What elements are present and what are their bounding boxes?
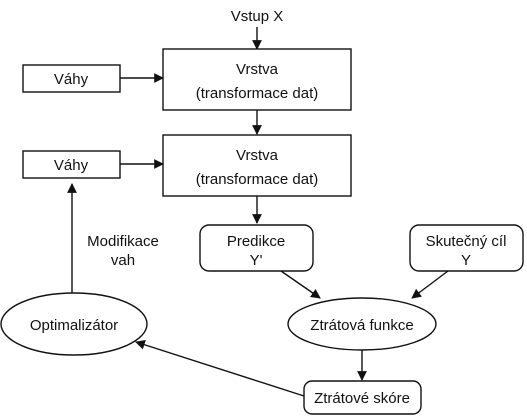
edge-target-to-loss-function bbox=[411, 270, 449, 299]
loss-score-box: Ztrátové skóre bbox=[303, 380, 422, 415]
edge-prediction-to-loss-function bbox=[280, 270, 321, 299]
layer2-title: Vrstva bbox=[236, 147, 279, 164]
weight-update-label-line2: vah bbox=[111, 252, 135, 269]
layer2-box: Vrstva (transformace dat) bbox=[162, 134, 352, 197]
weights2-label: Váhy bbox=[54, 157, 89, 174]
layer1-title: Vrstva bbox=[236, 61, 279, 78]
target-symbol: Y bbox=[461, 252, 471, 269]
weights1-box: Váhy bbox=[22, 64, 121, 93]
weights2-box: Váhy bbox=[22, 150, 121, 179]
weights1-label: Váhy bbox=[54, 71, 89, 88]
optimizer-ellipse: Optimalizátor bbox=[0, 292, 148, 356]
layer1-box: Vrstva (transformace dat) bbox=[162, 48, 352, 111]
weight-update-label: Modifikace bbox=[87, 233, 159, 250]
prediction-box: Predikce Y' bbox=[199, 224, 314, 272]
layer2-subtitle: (transformace dat) bbox=[196, 171, 319, 188]
input-label: Vstup X bbox=[231, 8, 284, 25]
target-box: Skutečný cíl Y bbox=[409, 224, 524, 272]
optimizer-label: Optimalizátor bbox=[30, 317, 118, 334]
loss-function-label: Ztrátová funkce bbox=[310, 317, 413, 334]
prediction-label: Predikce bbox=[227, 233, 285, 250]
loss-function-ellipse: Ztrátová funkce bbox=[287, 297, 437, 351]
target-label: Skutečný cíl bbox=[426, 233, 507, 250]
edge-loss-score-to-optimizer bbox=[135, 340, 305, 397]
prediction-symbol: Y' bbox=[250, 252, 263, 269]
layer1-subtitle: (transformace dat) bbox=[196, 85, 319, 102]
loss-score-label: Ztrátové skóre bbox=[314, 390, 410, 407]
